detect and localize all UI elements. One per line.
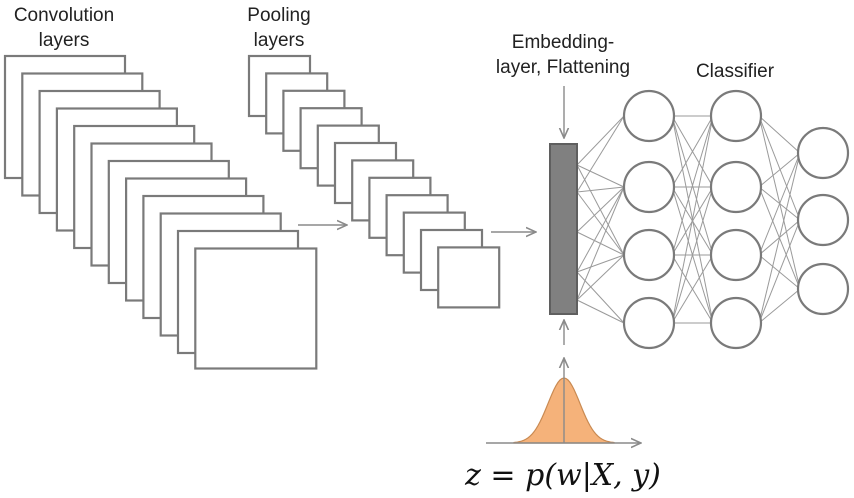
- embedding-edge: [576, 115, 625, 193]
- embedding-edge: [576, 271, 625, 324]
- embedding-edge: [576, 191, 625, 256]
- classifier-node-l2-n3: [709, 228, 763, 282]
- embedding-edge: [576, 186, 625, 273]
- distribution-plot: [486, 358, 641, 443]
- embedding-edge: [576, 186, 625, 193]
- classifier-node-l1-n3: [622, 228, 676, 282]
- classifier-node-l1-n1: [622, 89, 676, 143]
- classifier-edge: [671, 115, 714, 256]
- classifier-node-l1-n4: [622, 296, 676, 350]
- classifier-edge: [671, 115, 714, 324]
- convolution-layer-12: [194, 247, 318, 370]
- classifier-node-l3-n1: [796, 126, 850, 180]
- classifier-node-l3-n3: [796, 262, 850, 316]
- classifier-edge: [671, 115, 714, 188]
- classifier-edge: [758, 219, 801, 324]
- embedding-edge: [576, 254, 625, 301]
- embedding-edge: [576, 299, 625, 324]
- classifier-edge: [758, 288, 801, 324]
- classifier-node-l1-n2: [622, 160, 676, 214]
- classifier-nodes: [622, 89, 850, 350]
- embedding-label-line2: layer, Flattening: [496, 57, 630, 78]
- embedding-edge: [576, 115, 625, 166]
- classifier-label: Classifier: [696, 61, 775, 82]
- classifier-edge: [758, 152, 801, 256]
- pooling-label-line1: Pooling: [247, 5, 310, 26]
- embedding-edge: [576, 164, 625, 256]
- embedding-edge: [576, 231, 625, 256]
- classifier-edge: [758, 152, 801, 324]
- convolution-layer-stack: [3, 54, 318, 370]
- classifier-node-l3-n2: [796, 193, 850, 247]
- classifier-edge: [758, 115, 801, 154]
- classifier-edge: [758, 115, 801, 290]
- pooling-label-line2: layers: [254, 30, 305, 51]
- pooling-layer-12: [437, 246, 501, 309]
- classifier-edge: [671, 186, 714, 324]
- classifier-connections: [576, 115, 801, 324]
- convolution-label-line2: layers: [39, 30, 90, 51]
- pooling-layer-stack: [247, 54, 501, 309]
- latent-formula: z = p(w|X, y): [464, 458, 661, 493]
- classifier-edge: [758, 115, 801, 221]
- classifier-node-l2-n4: [709, 296, 763, 350]
- embedding-label-line1: Embedding-: [512, 32, 614, 53]
- convolution-label-line1: Convolution: [14, 5, 114, 26]
- embedding-edge: [576, 254, 625, 273]
- embedding-edge: [576, 164, 625, 188]
- classifier-node-l2-n1: [709, 89, 763, 143]
- classifier-edge: [758, 152, 801, 188]
- classifier-edge: [671, 254, 714, 324]
- embedding-layer-bar: [549, 143, 578, 315]
- classifier-node-l2-n2: [709, 160, 763, 214]
